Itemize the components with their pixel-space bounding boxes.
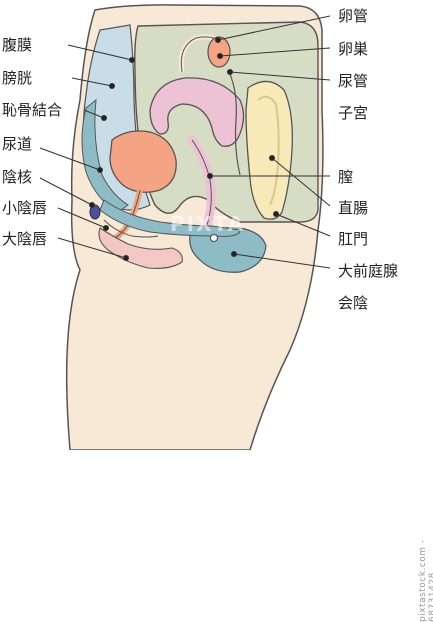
label-labia-minora: 小陰唇 bbox=[2, 199, 48, 217]
label-fallopian-tube: 卵管 bbox=[338, 7, 369, 25]
label-labia-majora: 大陰唇 bbox=[2, 230, 48, 248]
label-ureter: 尿管 bbox=[338, 72, 369, 90]
leader-labia-majora bbox=[57, 237, 127, 259]
pelvis-illustration bbox=[39, 4, 331, 451]
labia-minora bbox=[103, 219, 159, 238]
label-uterus: 子宮 bbox=[338, 104, 369, 122]
label-peritoneum: 腹膜 bbox=[2, 36, 33, 54]
leader-ovary bbox=[219, 47, 331, 57]
ureter bbox=[227, 69, 241, 176]
anatomy-diagram: 腹膜 膀胱 恥骨結合 尿道 陰核 小陰唇 大陰唇 卵管 卵巣 尿管 子宮 膣 直… bbox=[2, 4, 433, 622]
leader-fallopian-tube bbox=[217, 15, 331, 41]
bladder bbox=[109, 130, 177, 193]
watermark-side: pixtastock.com - 68731428 bbox=[418, 539, 433, 622]
label-anus: 肛門 bbox=[338, 230, 369, 248]
label-ovary: 卵巣 bbox=[338, 40, 369, 58]
leader-bladder bbox=[71, 77, 113, 87]
label-rectum: 直腸 bbox=[338, 199, 369, 217]
leader-anus bbox=[275, 213, 331, 237]
uterus bbox=[149, 77, 245, 147]
pelvic-floor bbox=[99, 199, 241, 237]
ovary bbox=[207, 36, 231, 68]
label-perineum: 会陰 bbox=[338, 294, 369, 312]
leader-pubic-symphysis bbox=[83, 109, 105, 119]
leader-urethra bbox=[39, 147, 101, 171]
leader-rectum bbox=[271, 157, 331, 207]
leader-clitoris bbox=[39, 177, 93, 206]
label-urethra: 尿道 bbox=[2, 135, 33, 153]
leader-greater-vestibular-gland bbox=[233, 253, 331, 269]
anal-region bbox=[189, 227, 267, 273]
label-pubic-symphysis: 恥骨結合 bbox=[2, 101, 63, 119]
watermark-center: PIXTA bbox=[170, 212, 246, 236]
labia-majora bbox=[98, 227, 183, 269]
label-greater-vestibular-gland: 大前庭腺 bbox=[338, 262, 399, 280]
vagina-outline bbox=[191, 139, 212, 229]
leader-lines bbox=[39, 15, 331, 269]
label-vagina: 膣 bbox=[338, 168, 354, 186]
anus-marker bbox=[210, 234, 218, 242]
rectum bbox=[245, 80, 293, 220]
leader-labia-minora bbox=[57, 207, 107, 229]
leader-peritoneum bbox=[67, 44, 133, 61]
rectum-inner bbox=[257, 95, 280, 206]
label-bladder: 膀胱 bbox=[2, 69, 33, 87]
leader-ureter bbox=[229, 71, 331, 81]
label-clitoris: 陰核 bbox=[2, 168, 33, 186]
